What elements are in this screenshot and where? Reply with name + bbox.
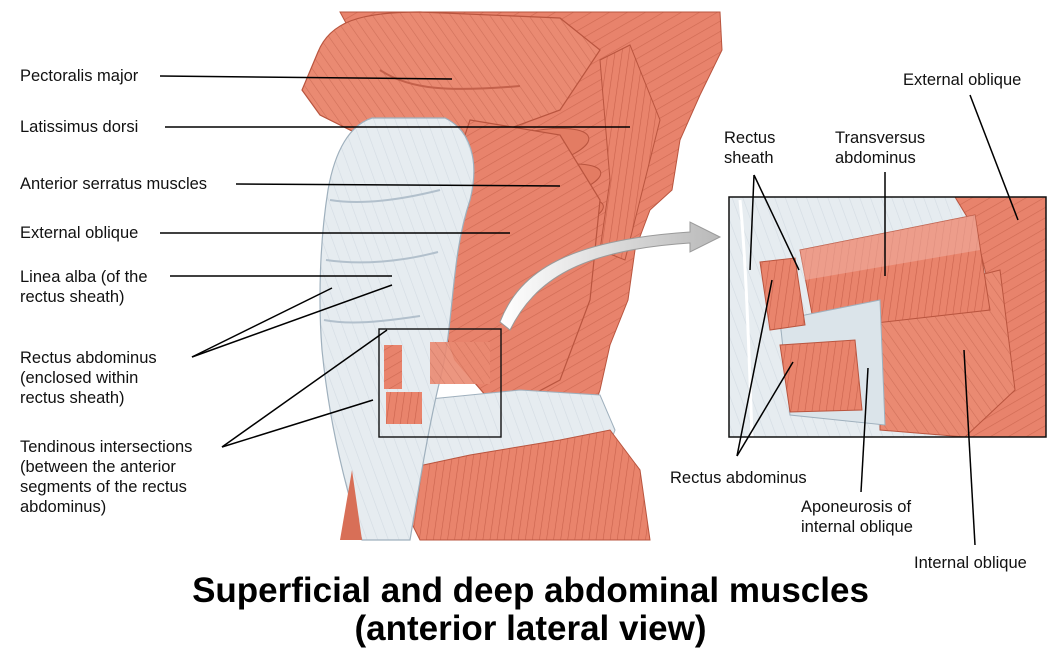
label-tendinous-intersections: Tendinous intersections (between the ant… — [20, 438, 193, 516]
detail-region-content — [384, 342, 490, 424]
leader-rectus-a — [191, 287, 333, 358]
leader-rectus-right-b — [736, 361, 794, 457]
inset-frame — [728, 196, 1047, 438]
label-rectus-abdominus-left: Rectus abdominus (enclosed within rectus… — [20, 349, 157, 407]
tendinous-lines — [323, 189, 441, 324]
leader-sheath-a — [749, 174, 755, 271]
detail-region-box — [378, 328, 502, 438]
label-anterior-serratus: Anterior serratus muscles — [20, 175, 208, 193]
label-pectoralis-major: Pectoralis major — [20, 67, 139, 85]
zoom-arrow — [499, 221, 722, 331]
leader-tendinous-a — [221, 399, 374, 448]
leader-rectus-b — [191, 284, 393, 358]
zoom-inset — [728, 196, 1047, 438]
figure-title-line2: (anterior lateral view) — [354, 609, 707, 648]
label-linea-alba: Linea alba (of the rectus sheath) — [20, 268, 148, 306]
label-aponeurosis: Aponeurosis of internal oblique — [801, 498, 913, 536]
leader-internal-oblique — [963, 349, 976, 546]
latissimus-band — [599, 44, 661, 261]
label-internal-oblique: Internal oblique — [914, 554, 1027, 572]
label-rectus-sheath: Rectus sheath — [724, 129, 776, 167]
label-transversus-abdominus: Transversus abdominus — [835, 129, 926, 167]
leader-lines — [159, 75, 1019, 546]
pectoralis-contour — [379, 69, 521, 90]
leader-pectoralis — [159, 75, 453, 80]
figure-title-line1: Superficial and deep abdominal muscles — [192, 571, 869, 610]
label-external-oblique-left: External oblique — [20, 224, 139, 242]
torso-illustration — [301, 11, 723, 541]
leader-tendinous-b — [221, 329, 388, 448]
leader-external-oblique-right — [969, 94, 1019, 221]
label-external-oblique-right: External oblique — [903, 71, 1022, 89]
leader-rectus-right-a — [736, 279, 773, 457]
leader-serratus — [235, 183, 561, 187]
leader-aponeurosis — [860, 367, 869, 493]
leader-sheath-b — [753, 174, 800, 271]
lower-left-block — [340, 470, 362, 540]
label-latissimus-dorsi: Latissimus dorsi — [20, 118, 139, 136]
label-rectus-abdominus-right: Rectus abdominus — [670, 469, 807, 487]
